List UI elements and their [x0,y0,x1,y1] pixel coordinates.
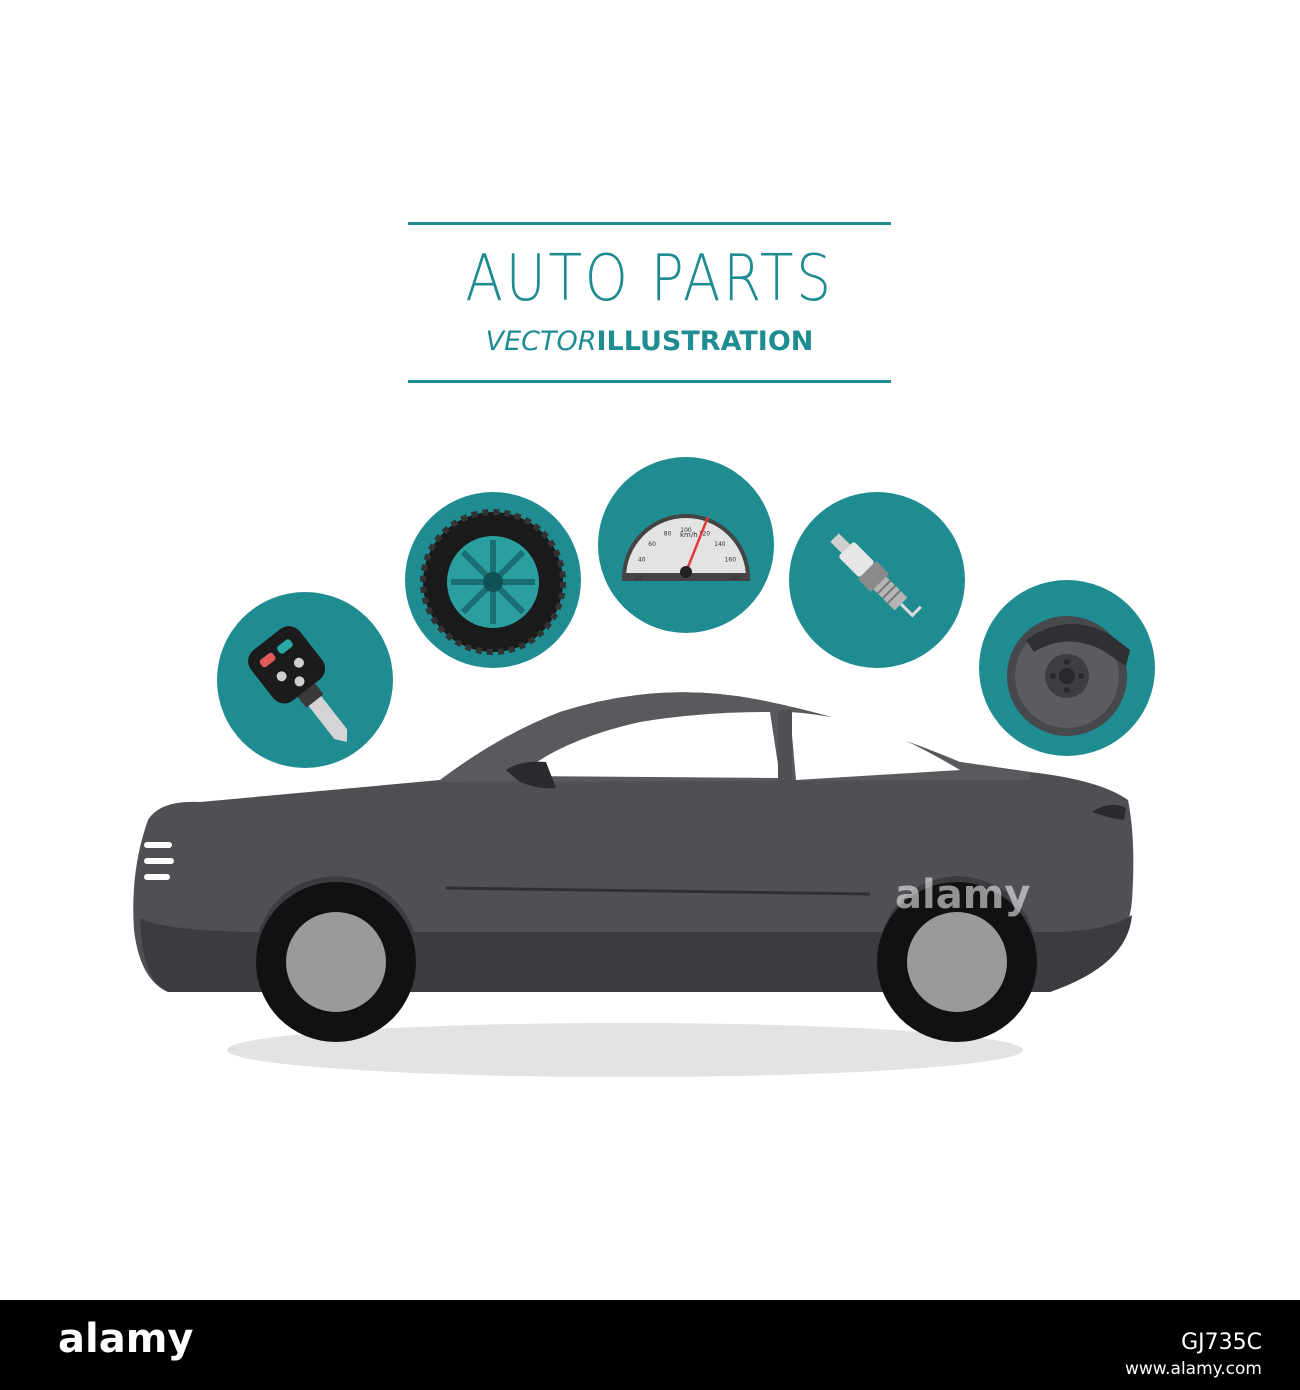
speedometer-tick-label: 180 [728,575,740,582]
subtitle-light: VECTOR [485,326,597,357]
spark-plug-icon [789,492,965,668]
brake-disc-icon [979,580,1155,756]
speedometer-tick-label: 140 [714,541,726,548]
footer-image-id: GJ735C [1181,1330,1262,1355]
speedometer-tick-label: 20 [634,575,642,582]
car-key-icon [217,592,393,768]
speedometer-tick-label: 80 [664,531,672,538]
page-title: AUTO PARTS [465,242,834,316]
speedometer-tick-label: 120 [699,531,711,538]
title-banner: AUTO PARTS VECTORILLUSTRATION [408,222,891,384]
page-subtitle: VECTORILLUSTRATION [408,326,891,358]
subtitle-bold: ILLUSTRATION [596,326,814,357]
speedometer-tick-label: 160 [725,557,737,564]
speedometer-tick-label: 100 [680,527,692,534]
tire-icon [405,492,581,668]
car [133,692,1134,1042]
footer-logo: alamy [58,1316,194,1362]
speedometer-unit: km/h [680,531,698,539]
title-top-rule [408,222,891,225]
speedometer-tick-label: 40 [638,557,646,564]
footer-bar: alamy GJ735C www.alamy.com [0,1300,1300,1390]
speedometer-tick-label: 60 [648,541,656,548]
footer-url: www.alamy.com [1124,1359,1262,1379]
watermark: alamy [895,872,1030,918]
car-shadow [227,1023,1023,1077]
title-bottom-rule [408,380,891,383]
